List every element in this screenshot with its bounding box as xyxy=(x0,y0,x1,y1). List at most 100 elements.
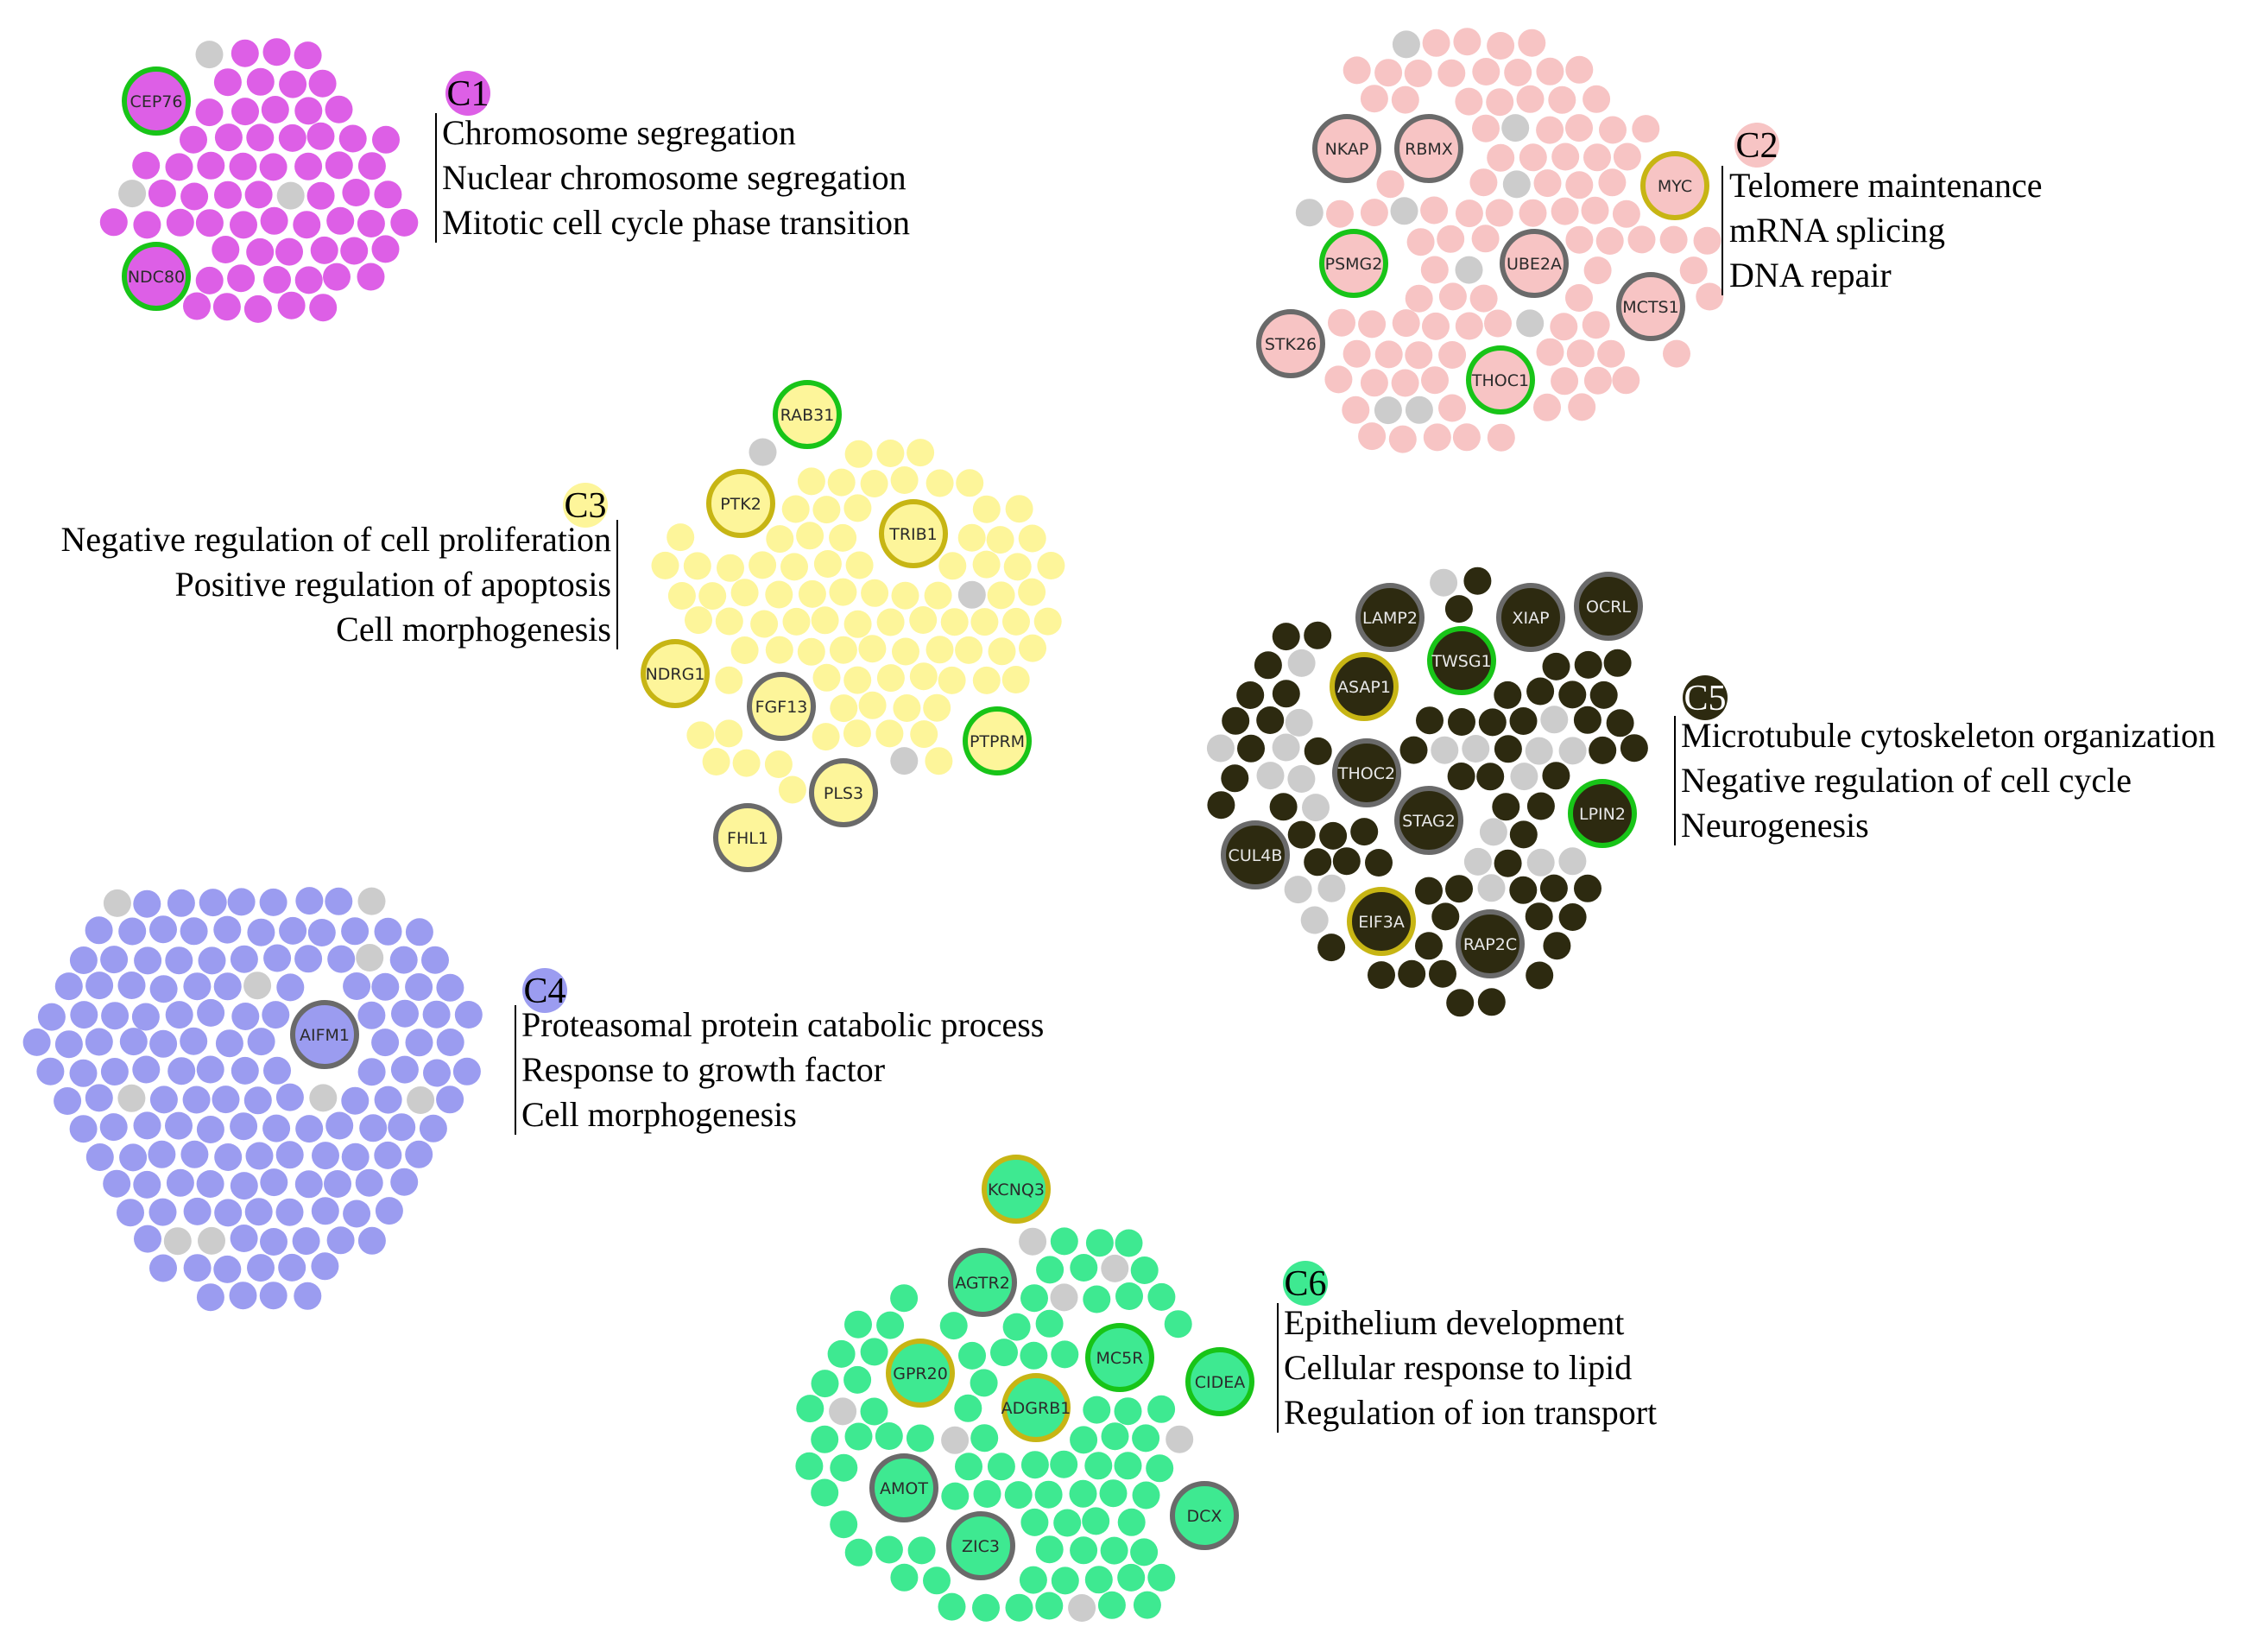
cluster-node xyxy=(405,1140,433,1168)
gene-node-cul4b[interactable]: CUL4B xyxy=(1221,820,1290,889)
gene-node-cep76[interactable]: CEP76 xyxy=(122,66,191,136)
enriched-term: Chromosome segregation xyxy=(442,113,796,152)
cluster-node xyxy=(263,266,291,294)
cluster-node xyxy=(830,1510,858,1539)
gene-node-psmg2[interactable]: PSMG2 xyxy=(1319,229,1388,298)
gene-node-gpr20[interactable]: GPR20 xyxy=(886,1339,955,1408)
cluster-node xyxy=(374,1086,402,1114)
cluster-node xyxy=(1519,199,1547,227)
cluster-node xyxy=(166,1168,194,1197)
gene-node-zic3[interactable]: ZIC3 xyxy=(946,1511,1015,1580)
cluster-node xyxy=(180,1140,209,1168)
gene-node-eif3a[interactable]: EIF3A xyxy=(1347,887,1416,956)
cluster-node xyxy=(245,1142,274,1170)
gene-node-kcnq3[interactable]: KCNQ3 xyxy=(982,1155,1051,1224)
cluster-node xyxy=(325,1111,354,1140)
gene-node-agtr2[interactable]: AGTR2 xyxy=(948,1248,1017,1317)
cluster-node xyxy=(1589,680,1618,709)
gene-node-lamp2[interactable]: LAMP2 xyxy=(1355,583,1425,652)
gene-node-nkap[interactable]: NKAP xyxy=(1312,114,1381,183)
cluster-node xyxy=(765,636,793,664)
cluster-node xyxy=(243,294,272,323)
gene-node-thoc2[interactable]: THOC2 xyxy=(1332,738,1401,807)
gene-node-asap1[interactable]: ASAP1 xyxy=(1330,652,1399,721)
gene-node-ptk2[interactable]: PTK2 xyxy=(706,469,775,538)
gene-node-mcts1[interactable]: MCTS1 xyxy=(1616,272,1685,341)
unassigned-node xyxy=(1166,1425,1194,1453)
gene-node-circle xyxy=(1185,1347,1254,1416)
cluster-node xyxy=(938,552,967,580)
gene-node-mc5r[interactable]: MC5R xyxy=(1085,1323,1154,1392)
gene-node-amot[interactable]: AMOT xyxy=(869,1453,938,1522)
gene-node-ocrl[interactable]: OCRL xyxy=(1574,572,1643,641)
cluster-node xyxy=(70,1001,98,1029)
unassigned-node xyxy=(1050,1283,1078,1312)
unassigned-node xyxy=(1256,762,1285,790)
unassigned-node xyxy=(1510,763,1538,791)
gene-label: PSMG2 xyxy=(1325,255,1383,274)
cluster-node xyxy=(843,610,872,638)
cluster-node xyxy=(259,888,287,916)
unassigned-node xyxy=(1287,765,1316,793)
cluster-node xyxy=(293,211,321,239)
cluster-node xyxy=(1526,961,1554,990)
cluster-node xyxy=(149,1086,178,1114)
cluster-node xyxy=(812,663,841,692)
cluster-node xyxy=(1476,763,1505,791)
cluster-node xyxy=(196,1283,224,1312)
enriched-term: Cellular response to lipid xyxy=(1284,1348,1632,1387)
gene-node-ptprm[interactable]: PTPRM xyxy=(963,706,1032,775)
gene-node-dcx[interactable]: DCX xyxy=(1170,1481,1239,1550)
gene-node-ndc80[interactable]: NDC80 xyxy=(122,242,191,311)
gene-node-fgf13[interactable]: FGF13 xyxy=(747,672,816,741)
cluster-node xyxy=(419,1114,447,1142)
gene-label: PLS3 xyxy=(824,784,863,803)
cluster-node xyxy=(1589,736,1617,764)
gene-node-cidea[interactable]: CIDEA xyxy=(1185,1347,1254,1416)
gene-label: ADGRB1 xyxy=(1001,1399,1071,1418)
cluster-node xyxy=(876,608,905,636)
gene-node-ndrg1[interactable]: NDRG1 xyxy=(641,639,710,708)
cluster-node xyxy=(798,579,826,608)
cluster-node xyxy=(1477,988,1506,1016)
gene-label: THOC1 xyxy=(1471,371,1529,390)
gene-node-pls3[interactable]: PLS3 xyxy=(809,758,878,827)
cluster-node xyxy=(1002,607,1030,636)
gene-node-adgrb1[interactable]: ADGRB1 xyxy=(1001,1373,1071,1442)
cluster-node xyxy=(1548,85,1576,114)
gene-node-twsg1[interactable]: TWSG1 xyxy=(1427,626,1496,695)
gene-node-myc[interactable]: MYC xyxy=(1640,151,1709,220)
cluster-node xyxy=(279,916,307,945)
gene-node-aifm1[interactable]: AIFM1 xyxy=(290,1000,359,1069)
gene-node-fhl1[interactable]: FHL1 xyxy=(713,803,782,872)
cluster-node xyxy=(326,1226,355,1255)
cluster-node xyxy=(1487,143,1515,172)
cluster-node xyxy=(1696,282,1724,311)
gene-node-xiap[interactable]: XIAP xyxy=(1496,583,1565,652)
cluster-node xyxy=(1083,1396,1111,1424)
cluster-node xyxy=(1438,394,1466,422)
cluster-node xyxy=(1360,199,1388,227)
gene-node-lpin2[interactable]: LPIN2 xyxy=(1568,779,1637,848)
cluster-node xyxy=(149,1254,177,1282)
cluster-node xyxy=(196,1170,224,1198)
cluster-node xyxy=(131,1003,160,1031)
cluster-node xyxy=(970,1369,998,1397)
gene-node-stag2[interactable]: STAG2 xyxy=(1394,786,1463,855)
cluster-node xyxy=(1415,877,1443,905)
gene-node-thoc1[interactable]: THOC1 xyxy=(1466,345,1535,415)
cluster-node xyxy=(262,1114,291,1142)
gene-node-rbmx[interactable]: RBMX xyxy=(1394,114,1463,183)
cluster-node xyxy=(1115,1282,1143,1310)
gene-node-stk26[interactable]: STK26 xyxy=(1256,309,1325,378)
gene-node-rap2c[interactable]: RAP2C xyxy=(1456,909,1525,978)
gene-label: NDC80 xyxy=(128,268,185,287)
cluster-node xyxy=(1117,1563,1146,1592)
cluster-node xyxy=(247,1254,275,1282)
cluster-node xyxy=(1415,932,1443,960)
gene-node-ube2a[interactable]: UBE2A xyxy=(1500,229,1569,298)
unassigned-node xyxy=(1374,396,1402,425)
cluster-node xyxy=(308,69,337,98)
gene-node-rab31[interactable]: RAB31 xyxy=(773,380,842,449)
gene-node-trib1[interactable]: TRIB1 xyxy=(879,499,948,568)
